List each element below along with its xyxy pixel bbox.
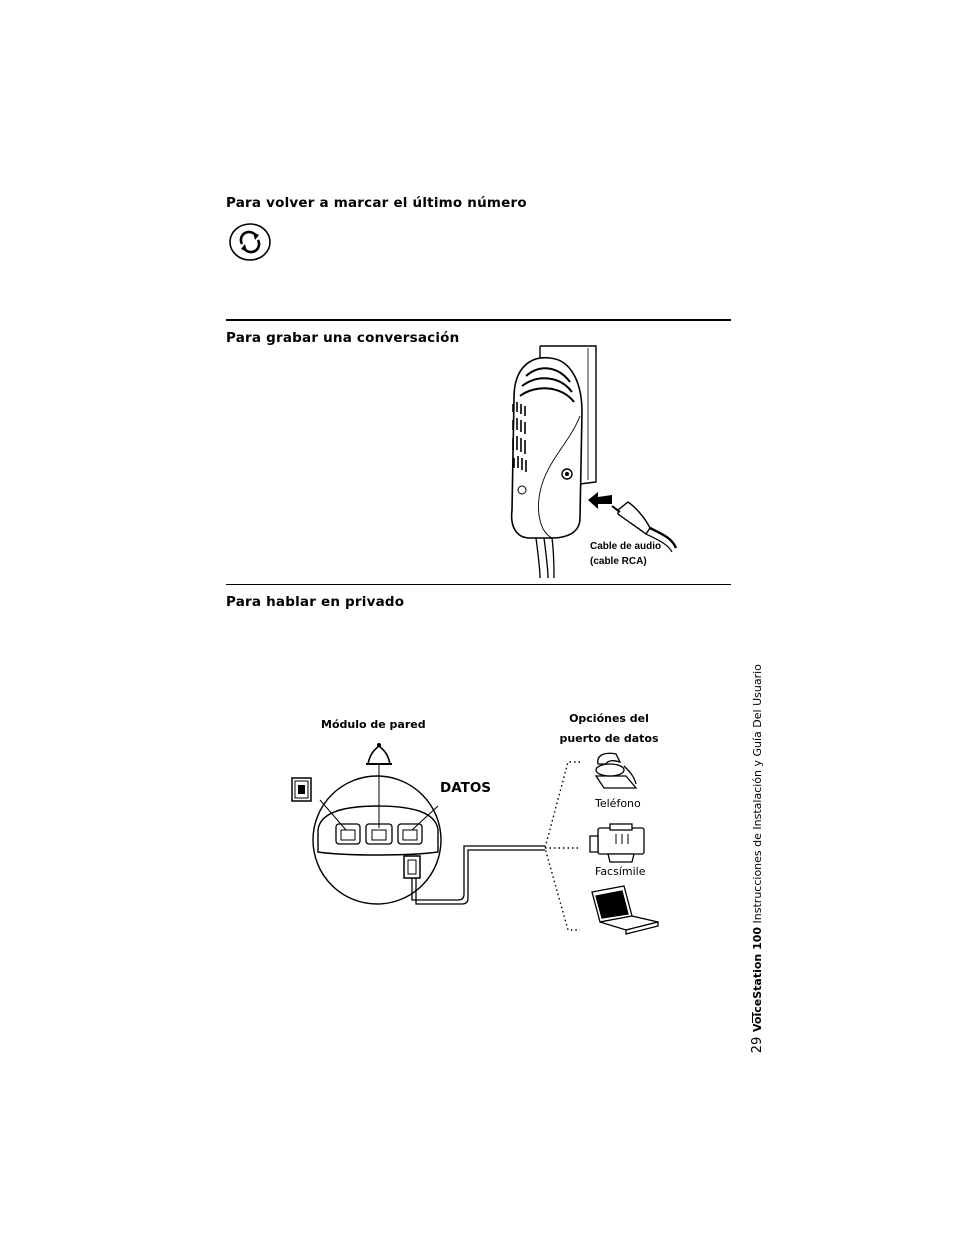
data-port-options-label: Opciónes del puerto de datos — [559, 712, 659, 745]
phone-label: Teléfono — [595, 797, 641, 810]
footer-divider — [752, 1012, 753, 1023]
redial-heading: Para volver a marcar el último número — [226, 195, 527, 211]
data-port-label: DATOS — [440, 780, 492, 796]
connection-diagram — [291, 743, 659, 935]
wall-module-label: Módulo de pared — [321, 718, 426, 731]
redial-icon — [229, 223, 271, 261]
product-name: VoiceStation 100 — [751, 926, 764, 1032]
guide-title: Instrucciones de Instalación y Guía Del … — [751, 664, 764, 927]
cable-caption: Cable de audio (cable RCA) — [590, 541, 662, 567]
section-divider-1 — [226, 319, 731, 321]
page-number: 29 — [750, 1036, 765, 1054]
private-heading: Para hablar en privado — [226, 594, 405, 610]
section-divider-2 — [226, 584, 731, 585]
fax-label: Facsímile — [595, 865, 646, 878]
record-heading: Para grabar una conversación — [226, 330, 460, 346]
footer-title: VoiceStation 100 Instrucciones de Instal… — [748, 664, 768, 1032]
wall-module-illustration — [510, 345, 678, 579]
